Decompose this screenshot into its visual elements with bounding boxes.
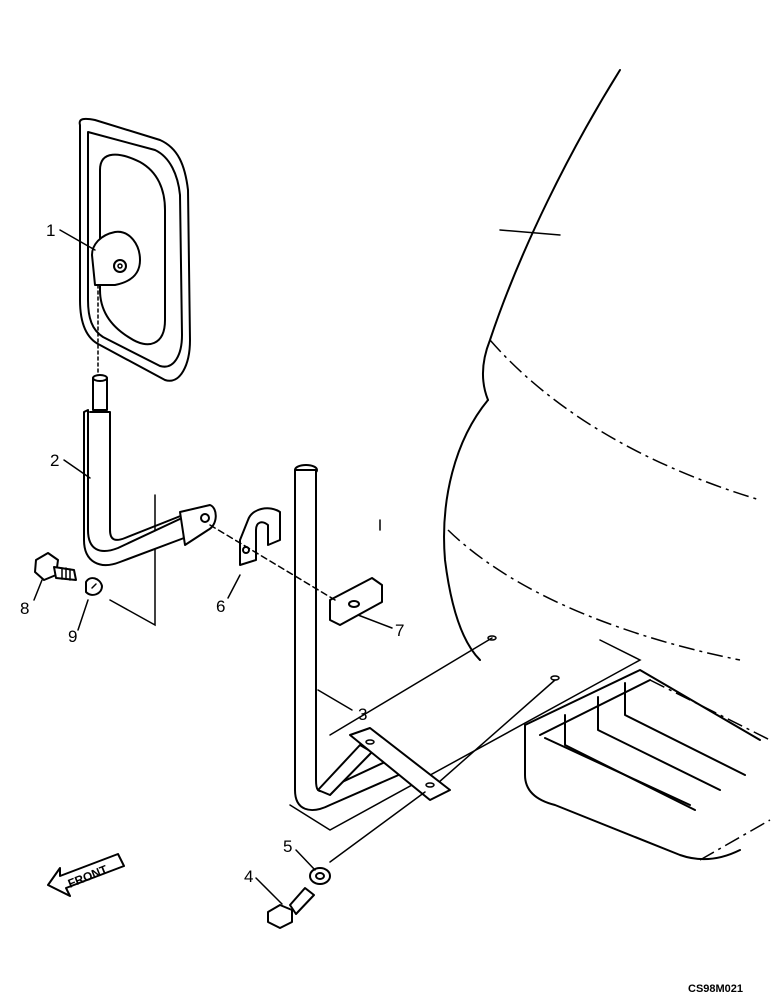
machine-body: [443, 69, 761, 661]
washer-9: [85, 577, 103, 596]
callout-5: 5: [283, 837, 292, 856]
callout-6: 6: [216, 597, 225, 616]
step-box: [524, 669, 771, 861]
clamp-bracket: [239, 507, 281, 566]
callout-3: 3: [358, 705, 367, 724]
spacer-plate: [329, 577, 383, 626]
callout-8: 8: [20, 599, 29, 618]
mount-plate-outline: [109, 494, 642, 831]
assembly-lines: [209, 524, 426, 863]
callout-9: 9: [68, 627, 77, 646]
bolt-8: [34, 552, 77, 581]
callout-7: 7: [395, 621, 404, 640]
callout-4: 4: [244, 867, 253, 886]
callout-1: 1: [46, 221, 55, 240]
support-pole: [294, 464, 451, 811]
callout-2: 2: [50, 451, 59, 470]
mirror-assembly: [78, 117, 191, 382]
washer-5: [309, 867, 331, 885]
mirror-stay: [83, 284, 217, 567]
front-direction-arrow: FRONT: [47, 853, 125, 897]
drawing-code: CS98M021: [688, 983, 743, 995]
callout-leaders: [33, 229, 393, 905]
bolt-4: [267, 887, 315, 929]
callout-labels: 1 2 3 4 5 6 7 8 9: [20, 221, 404, 886]
